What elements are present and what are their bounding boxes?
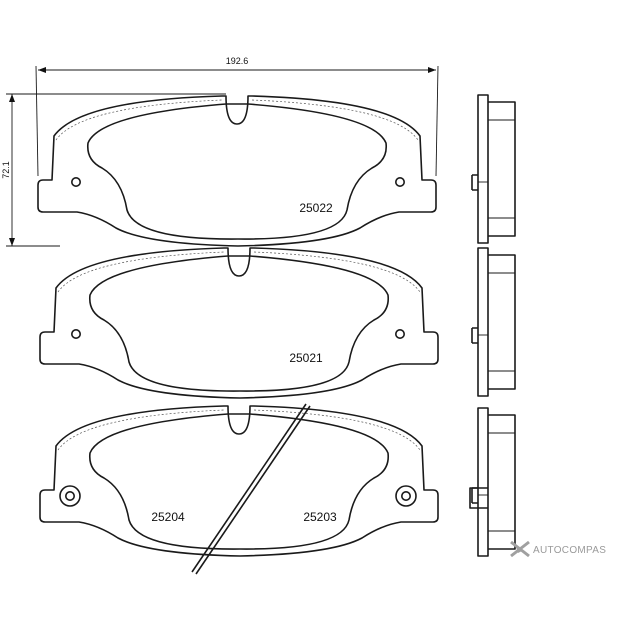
wear-sensor-wire (191, 403, 311, 575)
side-profile-2 (471, 247, 516, 397)
brake-pad-2: 25021 (39, 247, 439, 399)
side-profile-3 (469, 407, 516, 557)
brake-pad-3: 25204 25203 (39, 405, 439, 557)
arrow-up-icon (9, 94, 15, 102)
height-label: 72.1 (1, 161, 11, 179)
arrow-right-icon (428, 67, 436, 73)
ear-boss (395, 485, 417, 507)
mounting-hole (71, 177, 82, 188)
mounting-hole (71, 329, 82, 340)
watermark: AUTOCOMPAS (510, 540, 606, 558)
brake-pad-1: 25022 (37, 95, 437, 247)
mounting-hole (394, 329, 405, 340)
mounting-hole (394, 177, 405, 188)
side-profile-1 (471, 94, 516, 244)
watermark-text: AUTOCOMPAS (533, 545, 606, 556)
width-dimension: 192.6 (35, 56, 439, 177)
part-number-label: 25021 (289, 351, 323, 365)
width-label: 192.6 (226, 56, 249, 66)
autocompas-logo-icon (510, 540, 530, 558)
arrow-left-icon (38, 67, 46, 73)
arrow-down-icon (9, 238, 15, 246)
mounting-hole (64, 491, 75, 502)
mounting-hole (400, 491, 411, 502)
part-number-label: 25203 (303, 510, 337, 524)
part-number-label: 25022 (299, 201, 333, 215)
ear-boss (59, 485, 81, 507)
height-dimension: 72.1 (1, 93, 226, 247)
part-number-label: 25204 (151, 510, 185, 524)
